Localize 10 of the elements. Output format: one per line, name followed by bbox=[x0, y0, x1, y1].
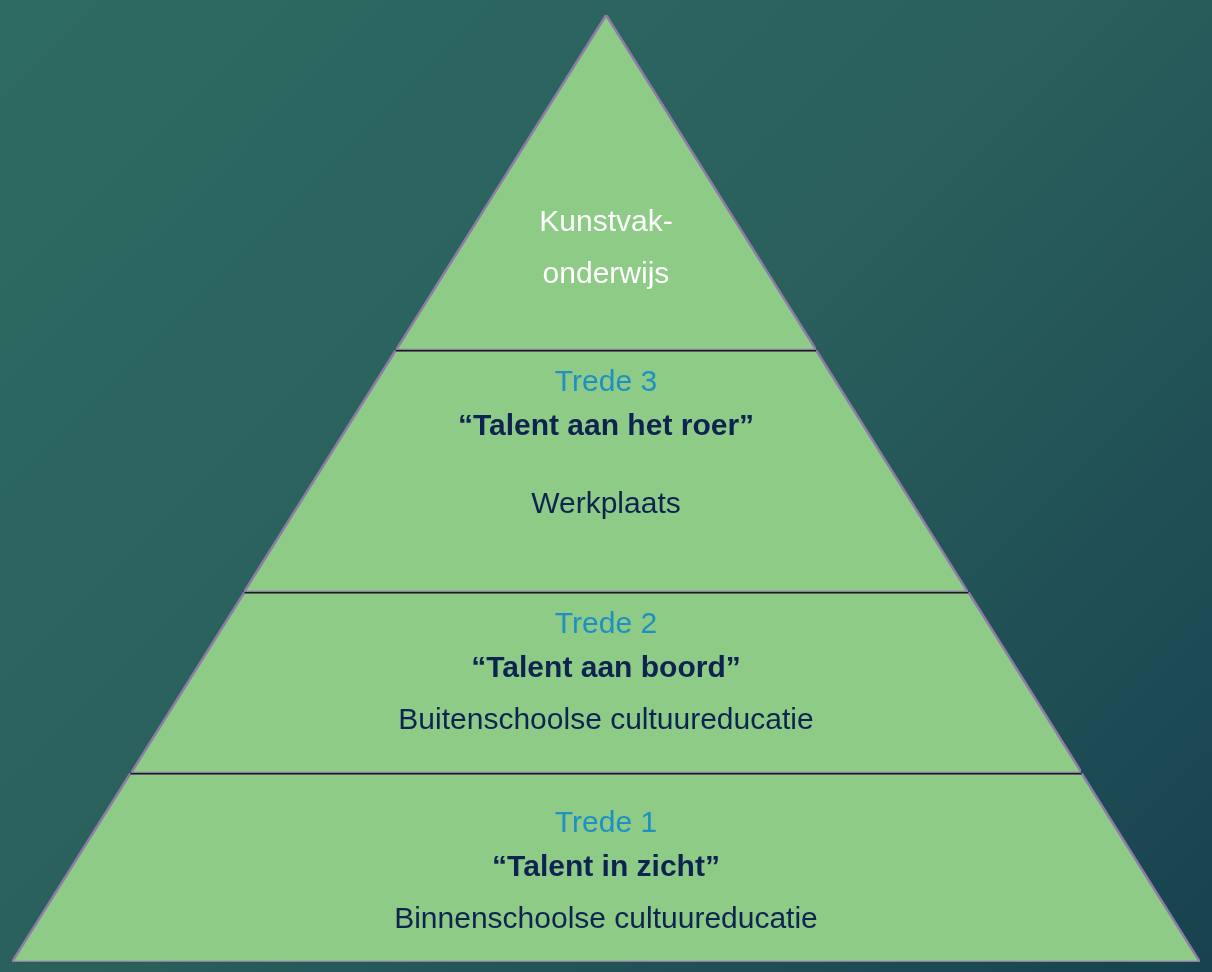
tier-number: Trede 1 bbox=[554, 804, 658, 840]
tier-description: Buitenschoolse cultuureducatie bbox=[398, 701, 814, 737]
tier-description: Werkplaats bbox=[531, 485, 681, 521]
tier-number: Trede 2 bbox=[554, 605, 658, 641]
tier-number: Trede 3 bbox=[554, 363, 658, 399]
tier-description: Binnenschoolse cultuureducatie bbox=[394, 900, 818, 936]
tier-slogan: “Talent aan boord” bbox=[471, 649, 741, 685]
section-label: Kunstvak- onderwijs bbox=[538, 203, 674, 291]
tier-slogan: “Talent in zicht” bbox=[492, 848, 720, 884]
tier-slogan: “Talent aan het roer” bbox=[457, 407, 755, 443]
